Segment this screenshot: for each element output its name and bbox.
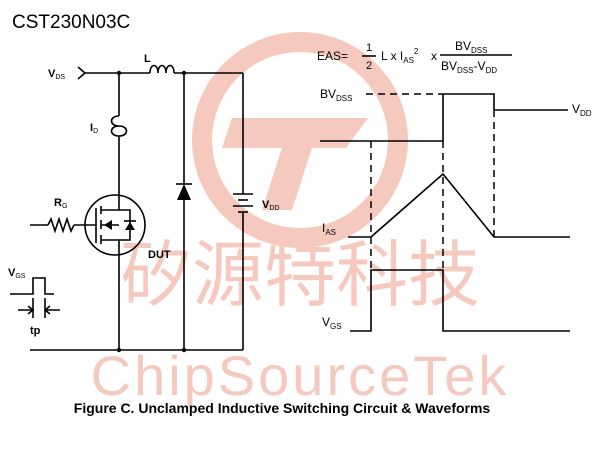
vgs-label: VGS bbox=[322, 315, 342, 331]
figure-caption: Figure C. Unclamped Inductive Switching … bbox=[74, 400, 491, 416]
ias-label: IAS bbox=[322, 221, 336, 237]
vds-input-arrow bbox=[77, 66, 87, 80]
watermark-logo-mark bbox=[222, 118, 368, 210]
mosfet-source-link bbox=[101, 239, 120, 262]
watermark-logo bbox=[192, 32, 408, 248]
vgs-waveform bbox=[350, 269, 570, 332]
tp-label: tp bbox=[30, 325, 41, 337]
gate-resistor-label: RG bbox=[54, 197, 67, 210]
inductor-l bbox=[149, 64, 175, 74]
watermark: 矽源特科技 ChipSourceTek bbox=[91, 32, 510, 407]
tp-arrow-left bbox=[18, 305, 35, 315]
test-circuit: VDS L ID RG DUT bbox=[8, 53, 279, 353]
current-probe bbox=[110, 115, 128, 137]
pulse-waveform bbox=[10, 277, 54, 295]
inductor-label: L bbox=[144, 53, 151, 65]
mosfet-drain-link bbox=[101, 188, 120, 211]
formula-term-l: L x IAS2 bbox=[381, 47, 419, 65]
waveforms: BVDSS VDD IAS VGS bbox=[320, 87, 592, 332]
formula-frac2-num: BVDSS bbox=[455, 39, 487, 55]
formula-frac2-den: BVDSS-VDD bbox=[441, 59, 497, 75]
bvdss-label: BVDSS bbox=[320, 87, 352, 103]
gate-resistor bbox=[47, 216, 75, 234]
node-bottom-mid bbox=[181, 347, 187, 353]
eas-formula: EAS= 1 2 L x IAS2 x BVDSS BVDSS-VDD bbox=[317, 39, 512, 75]
watermark-chinese: 矽源特科技 bbox=[120, 233, 480, 317]
formula-frac1-den: 2 bbox=[366, 60, 372, 72]
ias-waveform bbox=[348, 172, 570, 238]
vds-waveform bbox=[320, 93, 568, 142]
pulse-label: VGS bbox=[8, 267, 26, 280]
vdd-waveform-label: VDD bbox=[572, 102, 592, 118]
current-label: ID bbox=[90, 122, 98, 135]
mosfet-body-diode bbox=[125, 222, 135, 230]
vds-label: VDS bbox=[48, 68, 65, 81]
clamp-diode bbox=[177, 184, 191, 200]
mosfet-body-arrow bbox=[104, 220, 112, 230]
tp-arrow-right bbox=[43, 305, 60, 315]
formula-times: x bbox=[431, 49, 437, 63]
watermark-latin: ChipSourceTek bbox=[91, 344, 510, 407]
vdd-source-label: VDD bbox=[262, 199, 279, 212]
formula-lhs: EAS= bbox=[317, 49, 348, 63]
formula-frac1-num: 1 bbox=[366, 42, 372, 54]
dut-label: DUT bbox=[148, 249, 171, 261]
node-bottom-left bbox=[116, 347, 122, 353]
part-number: CST230N03C bbox=[12, 12, 130, 33]
